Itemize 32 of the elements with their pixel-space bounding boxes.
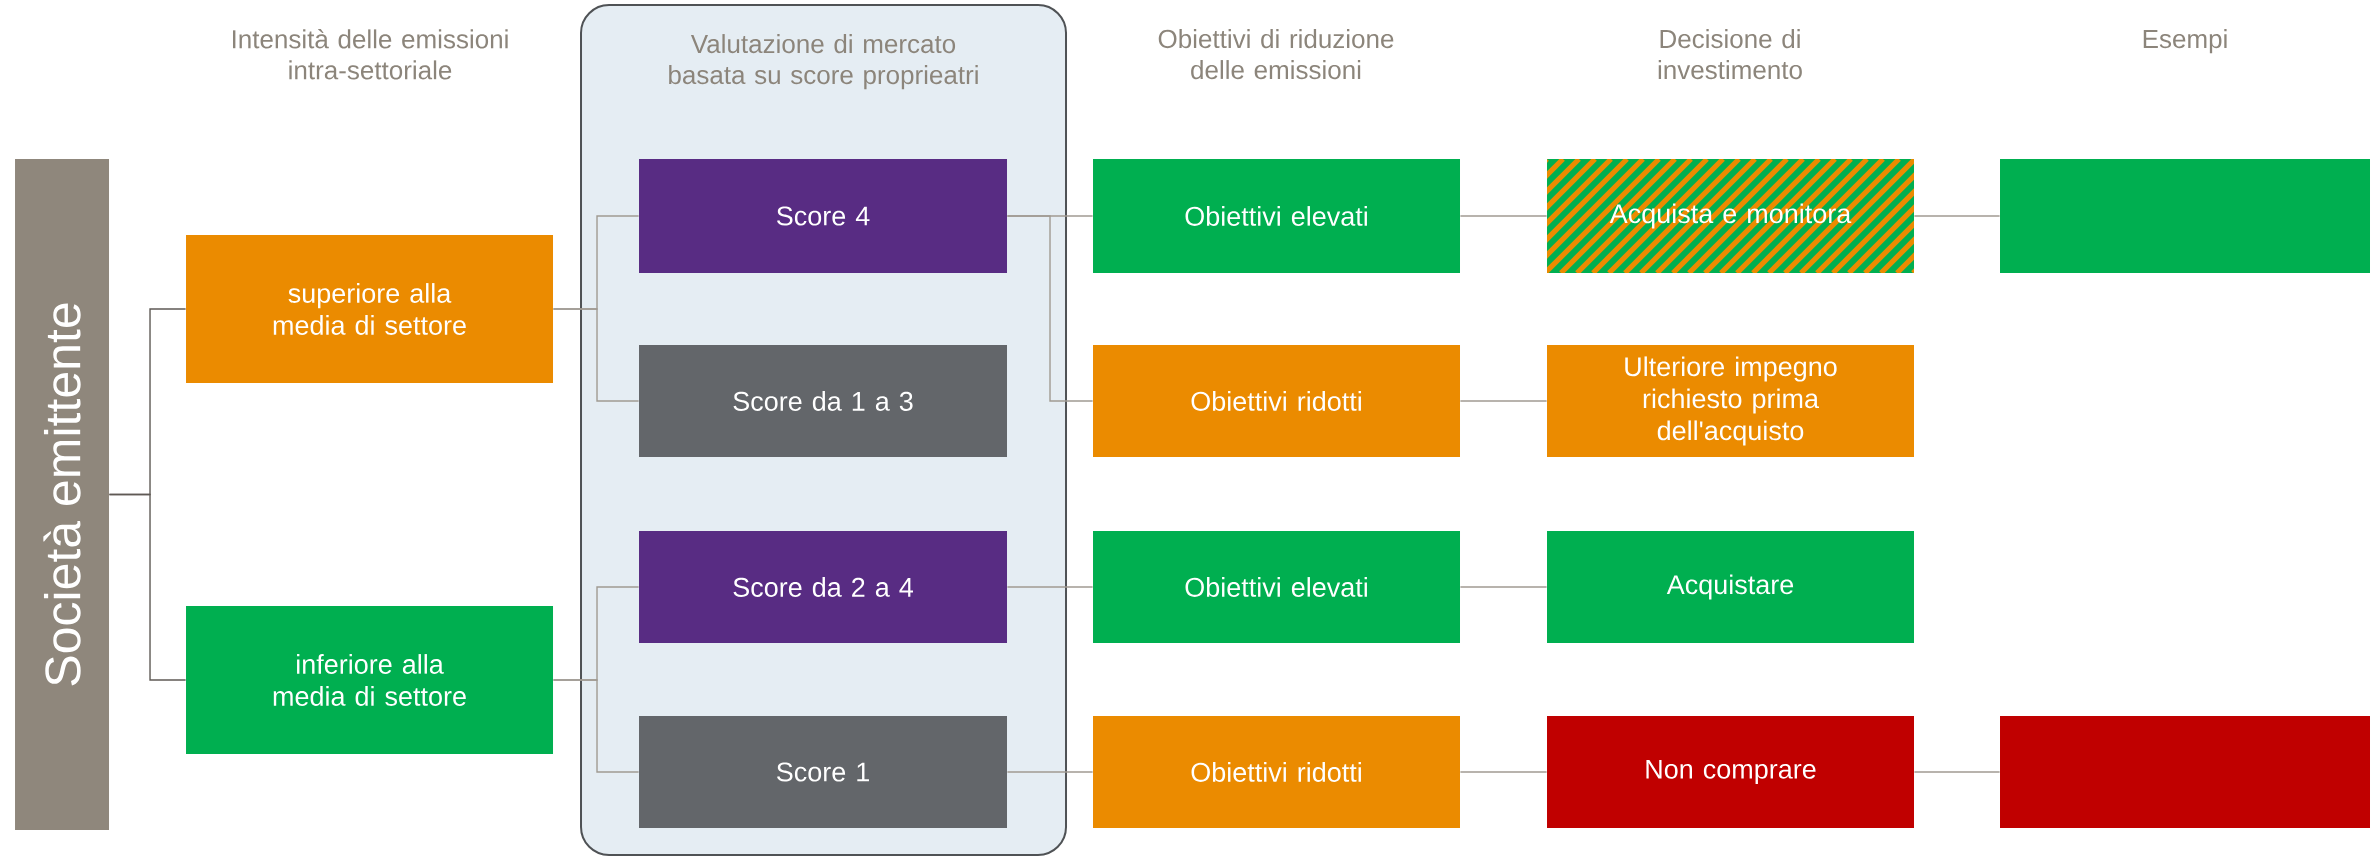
- process-box: Score da 1 a 3: [639, 345, 1007, 457]
- side-bar: Società emittente: [15, 159, 109, 830]
- process-box: Obiettivi ridotti: [1093, 716, 1460, 828]
- process-box: Score 4: [639, 159, 1007, 273]
- process-box: Score 1: [639, 716, 1007, 828]
- empty-box: [2000, 716, 2370, 828]
- connector-line: [1006, 771, 1094, 773]
- process-box: Obiettivi elevati: [1093, 531, 1460, 643]
- connector-line: [1459, 400, 1548, 402]
- connector-line: [1459, 215, 1548, 217]
- process-box: Score da 2 a 4: [639, 531, 1007, 643]
- process-box: Ulteriore impegno richiesto prima dell'acquisto: [1547, 345, 1914, 457]
- column-heading: Esempi: [2143, 29, 2227, 54]
- column-heading: Obiettivi di riduzione delle emissioni: [1158, 29, 1394, 80]
- connector-line: [1459, 771, 1548, 773]
- process-box: Obiettivi ridotti: [1093, 345, 1460, 457]
- connector-line: [1459, 586, 1548, 588]
- process-box: superiore alla media di settore: [186, 235, 553, 383]
- column-heading: Intensità delle emissioni intra-settoriale: [232, 29, 508, 80]
- connector-line: [552, 308, 640, 402]
- connector-line: [1913, 215, 2001, 217]
- process-box: Obiettivi elevati: [1093, 159, 1460, 273]
- column-heading: Decisione di investimento: [1658, 29, 1802, 80]
- connector-line: [552, 679, 640, 773]
- process-box: Acquistare: [1547, 531, 1914, 643]
- connector-line: [108, 493, 187, 681]
- empty-box: [2000, 159, 2370, 273]
- connector-line: [1006, 586, 1094, 588]
- process-box: inferiore alla media di settore: [186, 606, 553, 754]
- connector-line: [1006, 215, 1094, 402]
- process-box: Non comprare: [1547, 716, 1914, 828]
- connector-line: [1913, 771, 2001, 773]
